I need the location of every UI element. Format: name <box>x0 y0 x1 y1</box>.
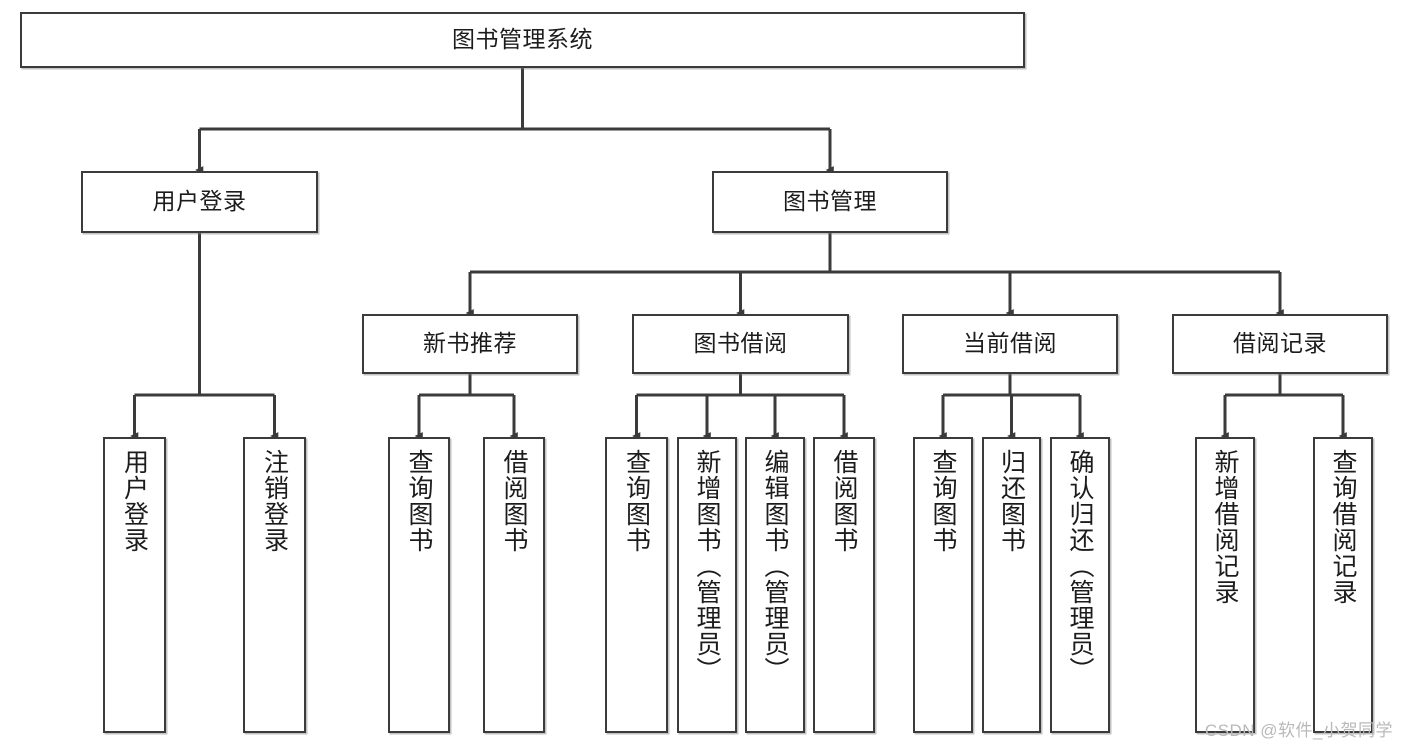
node-label: 查询图书 <box>622 449 651 553</box>
node-leaf-add-borrow-record[interactable]: 新增借阅记录 <box>1195 437 1255 733</box>
node-borrow-record[interactable]: 借阅记录 <box>1172 314 1388 374</box>
node-label: 图书管理 <box>783 188 877 215</box>
node-label: 当前借阅 <box>963 330 1057 357</box>
node-label: 确认归还（管理员） <box>1066 449 1094 683</box>
node-user-login[interactable]: 用户登录 <box>81 171 318 233</box>
node-leaf-return-book[interactable]: 归还图书 <box>982 437 1041 733</box>
node-label: 图书管理系统 <box>452 26 593 53</box>
node-label: 借阅记录 <box>1233 330 1327 357</box>
node-label: 新增图书（管理员） <box>693 449 721 683</box>
node-label: 归还图书 <box>997 449 1026 553</box>
node-leaf-borrow-book-2[interactable]: 借阅图书 <box>813 437 875 733</box>
node-leaf-add-book[interactable]: 新增图书（管理员） <box>677 437 737 733</box>
node-root[interactable]: 图书管理系统 <box>20 12 1025 68</box>
node-leaf-borrow-book-1[interactable]: 借阅图书 <box>483 437 545 733</box>
node-label: 借阅图书 <box>830 449 858 553</box>
node-label: 查询图书 <box>405 449 433 553</box>
node-leaf-query-borrow-record[interactable]: 查询借阅记录 <box>1313 437 1373 733</box>
node-leaf-confirm-return[interactable]: 确认归还（管理员） <box>1050 437 1110 733</box>
node-label: 编辑图书（管理员） <box>761 449 789 683</box>
node-label: 查询借阅记录 <box>1329 449 1357 605</box>
node-label: 图书借阅 <box>693 330 788 357</box>
node-leaf-query-book-3[interactable]: 查询图书 <box>913 437 973 733</box>
node-label: 借阅图书 <box>500 449 528 553</box>
watermark: CSDN @软件_小贺同学 <box>1204 721 1393 740</box>
node-book-borrow[interactable]: 图书借阅 <box>632 314 849 374</box>
node-leaf-query-book-1[interactable]: 查询图书 <box>388 437 450 733</box>
node-leaf-logout[interactable]: 注销登录 <box>243 437 306 733</box>
node-leaf-query-book-2[interactable]: 查询图书 <box>605 437 668 733</box>
node-book-manage[interactable]: 图书管理 <box>712 171 948 233</box>
node-label: 用户登录 <box>120 449 149 553</box>
node-label: 查询图书 <box>929 449 957 553</box>
node-label: 用户登录 <box>152 188 247 215</box>
node-leaf-user-login[interactable]: 用户登录 <box>103 437 166 733</box>
node-new-book-recommend[interactable]: 新书推荐 <box>362 314 578 374</box>
node-current-borrow[interactable]: 当前借阅 <box>902 314 1118 374</box>
node-leaf-edit-book[interactable]: 编辑图书（管理员） <box>745 437 805 733</box>
node-label: 新增借阅记录 <box>1211 449 1239 605</box>
node-label: 注销登录 <box>260 449 289 553</box>
node-label: 新书推荐 <box>423 330 517 357</box>
